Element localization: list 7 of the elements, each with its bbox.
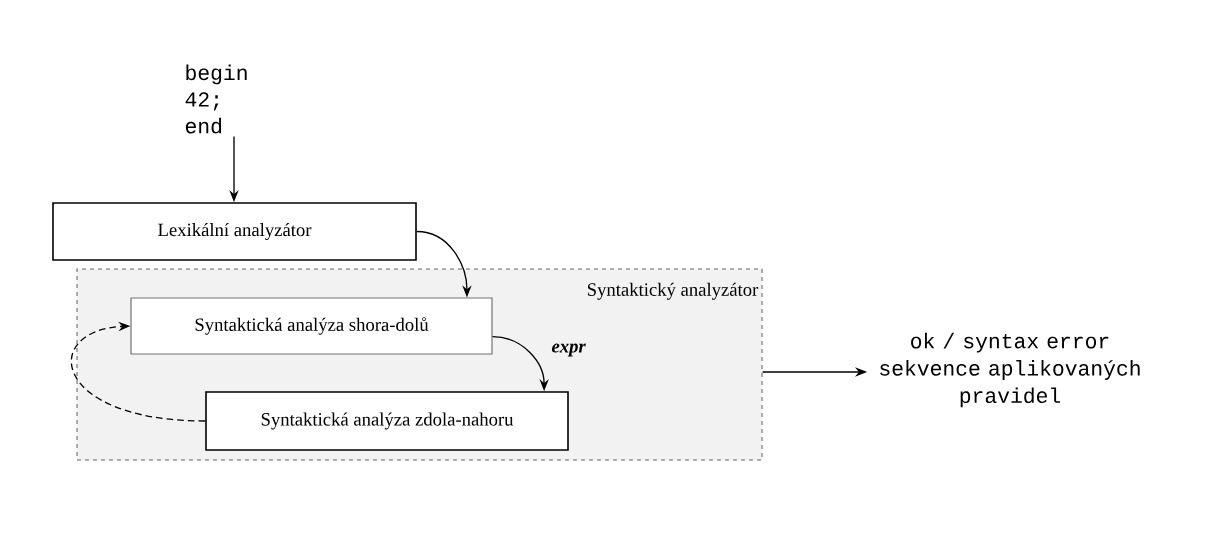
- output-text: ok / syntax error sekvence aplikovaných pravidel: [880, 332, 1140, 408]
- process-box: Syntaktická analýza shora-dolů: [130, 297, 493, 355]
- process-box: Syntaktická analýza zdola-nahoru: [205, 391, 569, 451]
- code-text: begin 42; end: [185, 64, 247, 134]
- process-box: Lexikální analyzátor: [52, 202, 417, 261]
- edge-label: expr: [550, 342, 588, 358]
- arrow: [70, 321, 206, 422]
